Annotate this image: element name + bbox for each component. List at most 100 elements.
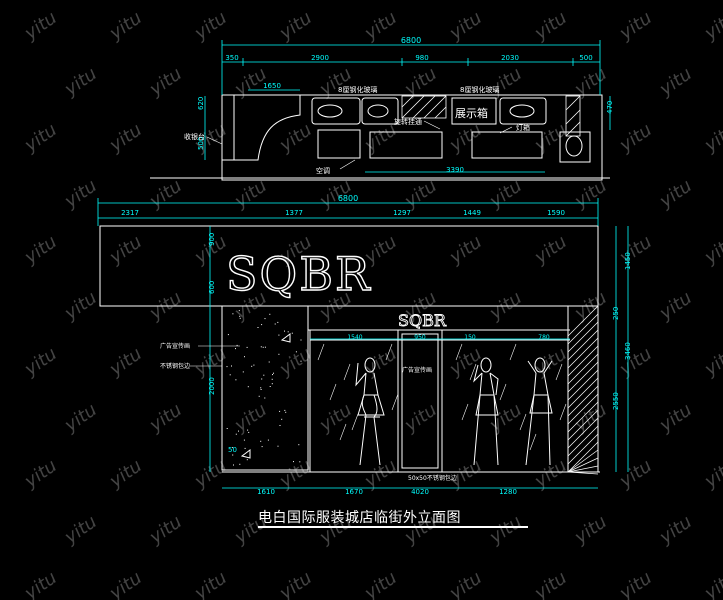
- speckle-dot: [239, 463, 241, 465]
- watermark-text: yitu: [105, 231, 146, 268]
- speckle-dot: [291, 332, 293, 334]
- watermark-text: yitu: [60, 63, 101, 100]
- watermark-text: yitu: [145, 511, 186, 548]
- plan-left-dim-2: 500: [197, 137, 205, 150]
- speckle-dot: [273, 372, 274, 374]
- elev-left-dim-4: 50: [228, 446, 237, 454]
- elevation-view: [99, 225, 600, 473]
- speckle-dot: [278, 353, 280, 355]
- plan-left-dim-1: 620: [197, 97, 205, 110]
- speckle-dot: [284, 409, 286, 411]
- watermark-text: yitu: [655, 399, 696, 436]
- elev-bottom-dim-1: 1610: [257, 488, 275, 496]
- speckle-dot: [279, 410, 281, 412]
- glass-stroke: [529, 433, 537, 451]
- watermark-text: yitu: [530, 567, 571, 600]
- watermark-text: yitu: [105, 119, 146, 156]
- speckle-dot: [244, 447, 246, 449]
- speckle-dot: [239, 315, 241, 317]
- plan-lamp-3: [509, 104, 535, 118]
- watermark-text: yitu: [655, 63, 696, 100]
- speckle-dot: [257, 327, 259, 328]
- plan-view: [150, 40, 611, 181]
- speckle-dot: [277, 445, 279, 447]
- watermark-text: yitu: [445, 119, 486, 156]
- speckle-dot: [299, 461, 301, 463]
- plan-arch-wall: [233, 94, 301, 161]
- plan-label-light-box: 灯箱: [516, 123, 530, 132]
- watermark-text: yitu: [145, 63, 186, 100]
- drawing-title: 电白国际服装城店临街外立面图: [258, 510, 461, 526]
- watermark-text: yitu: [20, 7, 61, 44]
- watermark-text: yitu: [400, 175, 441, 212]
- plan-dim-4: 2030: [501, 54, 519, 62]
- hatch-line: [567, 449, 599, 473]
- glass-reflections: [317, 343, 567, 451]
- hatch-line: [567, 305, 599, 337]
- elevation-labels: 6800 2317 1377 1297 1449 1590 1450 250 3…: [121, 194, 632, 496]
- hatch-line: [567, 345, 599, 377]
- speckle-dot: [261, 378, 263, 380]
- right-pillar: [567, 305, 599, 473]
- mannequin-2: [473, 357, 499, 466]
- elev-bottom-dim-4: 1280: [499, 488, 517, 496]
- elevation-leaders: [190, 345, 240, 367]
- speckle-dot: [238, 430, 239, 432]
- pillar-hatch: [567, 305, 599, 475]
- plan-aircon-icon: [565, 135, 583, 157]
- speckle-dot: [235, 433, 237, 435]
- plan-bottom-dim: 3390: [446, 166, 464, 174]
- glass-stroke: [317, 343, 325, 361]
- plan-dimensions: [204, 40, 611, 173]
- watermark-text: yitu: [20, 567, 61, 600]
- speckle-dot: [267, 439, 269, 441]
- watermark-text: yitu: [315, 399, 356, 436]
- mannequin-1: [355, 357, 385, 466]
- plan-label-display-box: 展示箱: [455, 106, 488, 120]
- watermark-text: yitu: [445, 7, 486, 44]
- watermark-text: yitu: [60, 287, 101, 324]
- panel-triangle: [240, 449, 251, 459]
- mannequin-3: [525, 357, 553, 466]
- speckle-dot: [233, 464, 234, 466]
- speckle-dot: [284, 330, 285, 332]
- speckle-dot: [264, 346, 266, 348]
- watermark-text: yitu: [615, 119, 656, 156]
- hatch-line: [567, 329, 599, 361]
- watermark-text: yitu: [60, 399, 101, 436]
- door-inner: [401, 333, 439, 469]
- left-ad-panel: [221, 305, 309, 471]
- label-ad-poster-left: 广告宣传画: [160, 342, 190, 350]
- watermark-text: yitu: [530, 7, 571, 44]
- watermark-text: yitu: [530, 455, 571, 492]
- plan-fixture-3: [499, 97, 547, 125]
- plan-lamp-1: [317, 104, 343, 118]
- elev-left-dim-3: 2000: [208, 377, 216, 395]
- watermark-text: yitu: [190, 7, 231, 44]
- label-stainless-trim: 不锈钢包边: [160, 362, 190, 370]
- window-dim-4: 780: [538, 334, 550, 341]
- speckle-dot: [231, 365, 232, 367]
- watermark-text: yitu: [655, 175, 696, 212]
- plan-dim-5: 500: [579, 54, 592, 62]
- hatch-line: [567, 337, 599, 369]
- watermark-text: yitu: [190, 343, 231, 380]
- speckle-dot: [263, 374, 265, 376]
- watermark-text: yitu: [360, 7, 401, 44]
- hatch-line: [567, 321, 599, 353]
- elev-overall-dim: 6800: [338, 194, 358, 203]
- speckle-dot: [278, 334, 280, 336]
- watermark-text: yitu: [445, 567, 486, 600]
- glass-stroke: [455, 343, 463, 361]
- watermark-text: yitu: [60, 175, 101, 212]
- watermark-text: yitu: [700, 119, 723, 156]
- speckle-dot: [226, 428, 228, 429]
- mannequins: [355, 357, 553, 466]
- watermark-text: yitu: [615, 455, 656, 492]
- speckle-dot: [298, 444, 300, 446]
- brand-logo-small: SQBR: [398, 311, 447, 330]
- glass-stroke: [519, 413, 527, 431]
- panel-triangle: [280, 333, 291, 343]
- glass-stroke: [329, 383, 337, 401]
